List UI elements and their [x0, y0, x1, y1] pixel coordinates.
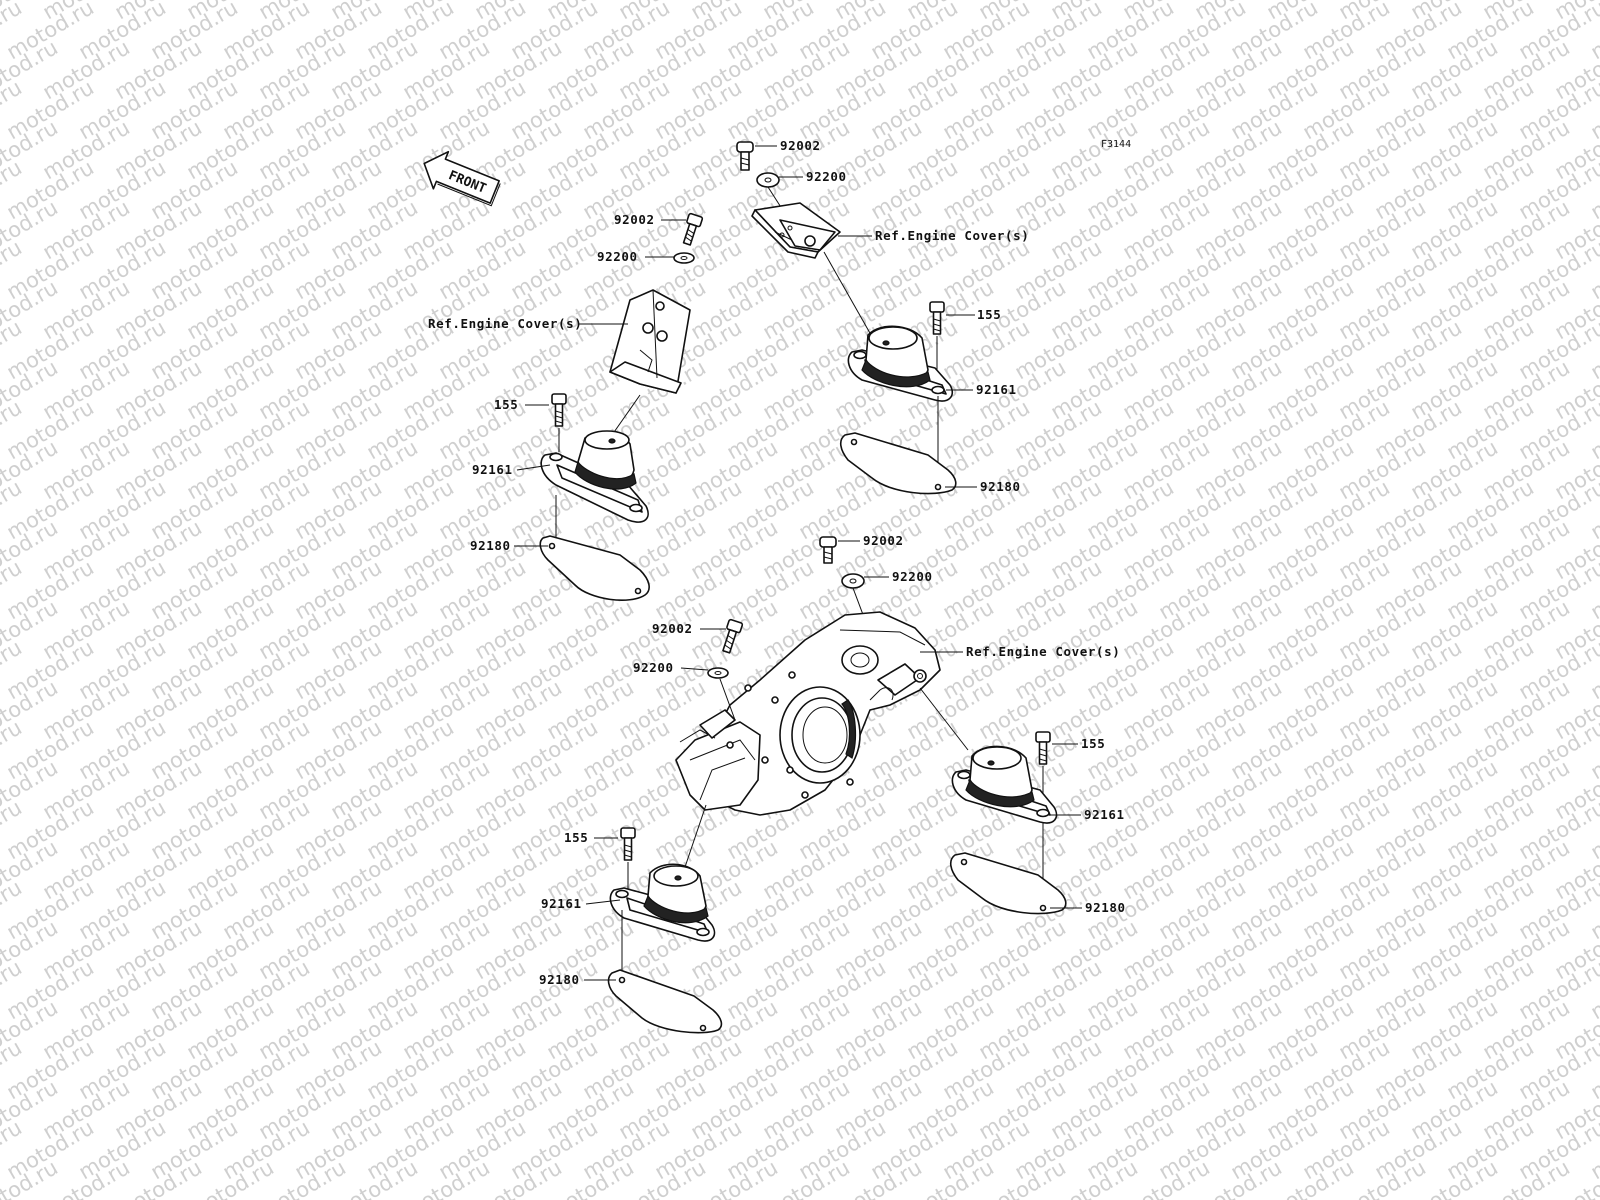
- plate-92180-icon: [839, 432, 957, 495]
- washer-92200-icon: [841, 573, 865, 589]
- label-g1-washer: 92200: [597, 249, 638, 264]
- label-g3-plate: 92180: [1085, 900, 1126, 915]
- label-g2-plate: 92180: [980, 479, 1021, 494]
- label-g3-ref: Ref.Engine Cover(s): [966, 644, 1120, 659]
- label-g1-mount: 92161: [472, 462, 513, 477]
- washer-92200-icon: [673, 252, 695, 264]
- label-g2-washer: 92200: [806, 169, 847, 184]
- bolt-155-icon: [620, 827, 636, 861]
- mount-assembly-lower: 92002 92200: [675, 533, 1126, 915]
- label-g3-washer: 92200: [892, 569, 933, 584]
- bolt-92002-icon: [682, 212, 704, 246]
- label-g2-mount: 92161: [976, 382, 1017, 397]
- washer-92200-icon: [756, 172, 780, 188]
- label-g1-plate: 92180: [470, 538, 511, 553]
- label-g1-bolt: 92002: [614, 212, 655, 227]
- label-g4-mount-bolt: 155: [564, 830, 588, 845]
- label-g2-ref: Ref.Engine Cover(s): [875, 228, 1029, 243]
- bolt-155-icon: [551, 393, 567, 427]
- gearbox-housing-icon: [675, 611, 941, 816]
- washer-92200-icon: [707, 667, 729, 679]
- engine-mount-92161-icon: [609, 863, 716, 942]
- front-arrow-icon: FRONT: [423, 150, 501, 207]
- engine-bracket-icon: [751, 202, 841, 259]
- label-g3-mount-bolt: 155: [1081, 736, 1105, 751]
- bolt-92002-icon: [736, 141, 754, 171]
- label-g4-plate: 92180: [539, 972, 580, 987]
- engine-mount-92161-icon: [540, 430, 649, 523]
- bolt-92002-icon: [722, 618, 744, 654]
- bolt-92002-icon: [819, 536, 837, 564]
- label-g3-bolt: 92002: [863, 533, 904, 548]
- mount-assembly-lower-left: 92002 92200 155 92161: [539, 618, 744, 1034]
- engine-bracket-icon: [609, 289, 691, 394]
- plate-92180-icon: [607, 969, 723, 1034]
- bolt-155-icon: [929, 301, 945, 335]
- label-g1-mount-bolt: 155: [494, 397, 518, 412]
- label-g4-bolt: 92002: [652, 621, 693, 636]
- plate-92180-icon: [949, 852, 1067, 915]
- label-g4-mount: 92161: [541, 896, 582, 911]
- mount-assembly-upper-right: 92002 92200 Ref.Engine Cover(s) 155: [736, 138, 1029, 495]
- label-g2-bolt: 92002: [780, 138, 821, 153]
- label-g2-mount-bolt: 155: [977, 307, 1001, 322]
- mount-assembly-upper-left: 92002 92200 Ref.Engine Cover(s) 155: [428, 212, 704, 601]
- label-g3-mount: 92161: [1084, 807, 1125, 822]
- label-g4-washer: 92200: [633, 660, 674, 675]
- figure-code: F3144: [1101, 139, 1131, 150]
- engine-mount-92161-icon: [847, 325, 954, 402]
- label-g1-ref: Ref.Engine Cover(s): [428, 316, 582, 331]
- plate-92180-icon: [539, 535, 650, 601]
- bolt-155-icon: [1035, 731, 1051, 765]
